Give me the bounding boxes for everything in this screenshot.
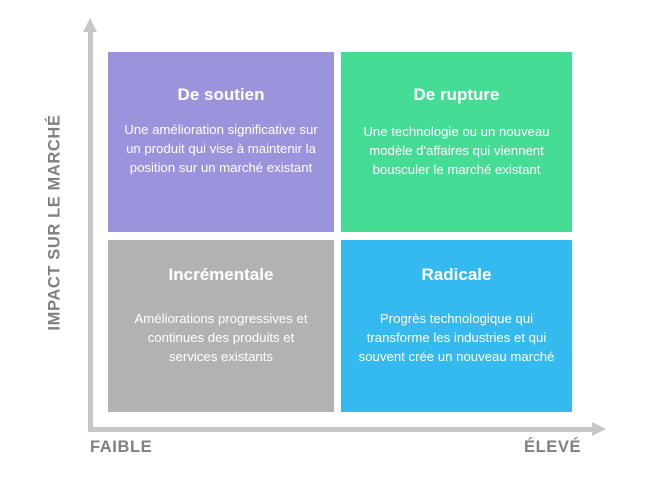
quadrant-incremental-title: Incrémentale — [168, 265, 274, 284]
quadrant-radical-description: Progrès technologique qui transforme les… — [358, 311, 555, 364]
x-axis-line — [88, 427, 596, 432]
y-axis-title: IMPACT SUR LE MARCHÉ — [45, 114, 64, 331]
quadrant-radical-title: Radicale — [421, 265, 492, 284]
quadrant-incremental[interactable]: Incrémentale Améliorations progressives … — [108, 240, 334, 412]
quadrant-sustaining-description: Une amélioration significative sur un pr… — [124, 122, 318, 175]
quadrant-incremental-description: Améliorations progressives et continues … — [134, 311, 308, 364]
y-axis-line — [88, 30, 93, 432]
y-axis-arrow-icon — [83, 18, 97, 32]
quadrant-sustaining[interactable]: De soutien Une amélioration significativ… — [108, 52, 334, 232]
quadrant-sustaining-title: De soutien — [177, 85, 265, 104]
x-axis-label-high: ÉLEVÉ — [524, 438, 582, 456]
x-axis-label-low: FAIBLE — [90, 438, 153, 456]
quadrant-disruptive-description: Une technologie ou un nouveau modèle d'a… — [363, 124, 550, 177]
quadrant-radical[interactable]: Radicale Progrès technologique qui trans… — [341, 240, 572, 412]
quadrant-disruptive-title: De rupture — [413, 85, 500, 104]
quadrant-disruptive[interactable]: De rupture Une technologie ou un nouveau… — [341, 52, 572, 232]
x-axis-arrow-icon — [592, 422, 606, 436]
